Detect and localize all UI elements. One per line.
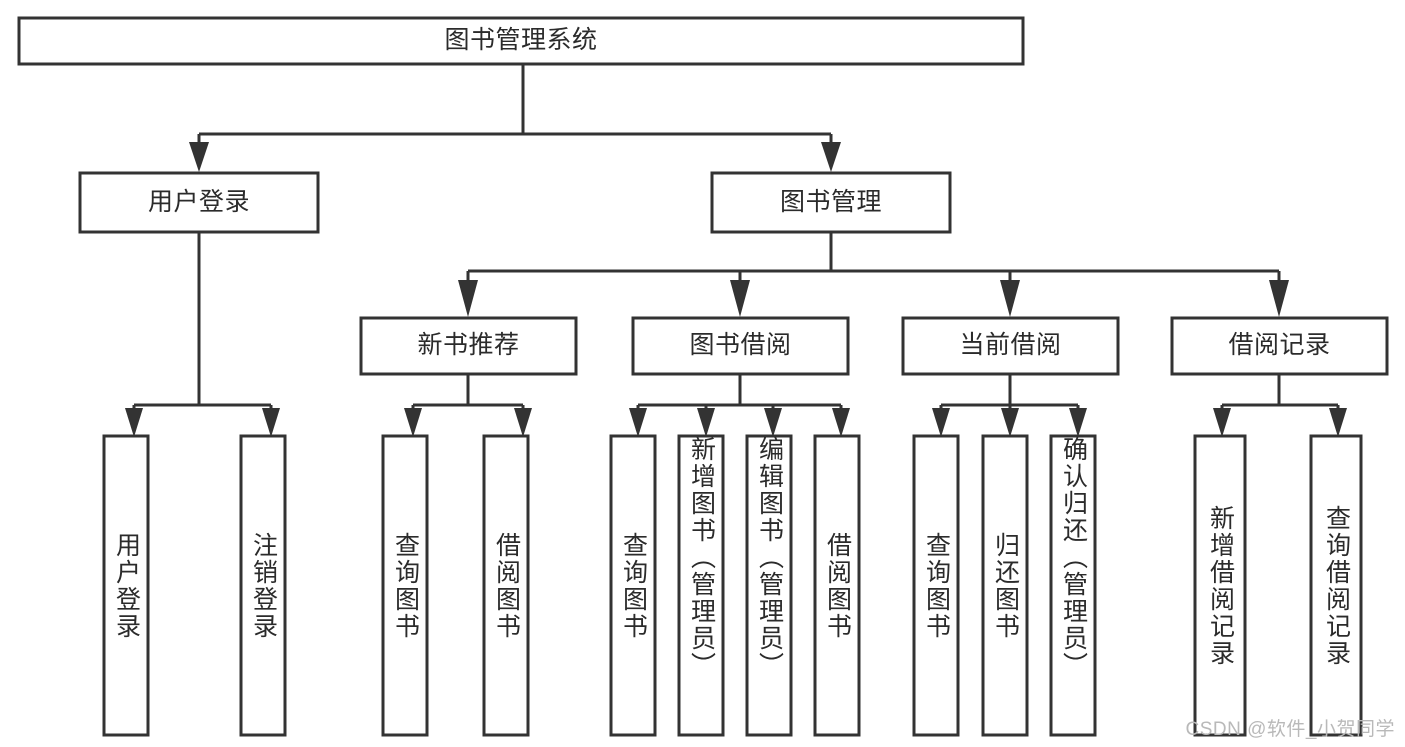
arrow-to-user-login — [189, 142, 209, 172]
leaf-box-query-book-borrow[interactable] — [609, 434, 657, 737]
arrow-bookborrow-leaf2 — [697, 408, 715, 437]
leaf-box-borrow-book[interactable] — [813, 434, 861, 737]
arrow-bookborrow-leaf3 — [764, 408, 782, 437]
leaf-box-add-borrow-record[interactable] — [1193, 434, 1247, 737]
arrow-borrowrecords-leaf1 — [1213, 408, 1231, 437]
arrow-to-bookborrow — [730, 280, 750, 317]
arrow-bookborrow-leaf4 — [832, 408, 850, 437]
arrow-bookborrow-leaf1 — [629, 408, 647, 437]
leaf-box-add-book-admin[interactable] — [677, 434, 725, 737]
leaf-box-confirm-return-admin[interactable] — [1049, 434, 1097, 737]
arrow-currentborrow-leaf1 — [932, 408, 950, 437]
node-book-management-box[interactable] — [710, 171, 952, 234]
node-user-login-box[interactable] — [78, 171, 320, 234]
leaf-box-user-login[interactable] — [102, 434, 150, 737]
arrow-newbook-leaf1 — [404, 408, 422, 437]
arrow-borrowrecords-leaf2 — [1329, 408, 1347, 437]
leaf-box-return-book[interactable] — [981, 434, 1029, 737]
arrow-userlogin-leaf2 — [262, 408, 280, 437]
arrow-newbook-leaf2 — [514, 408, 532, 437]
arrow-currentborrow-leaf3 — [1069, 408, 1087, 437]
leaf-box-query-book-recommend[interactable] — [381, 434, 429, 737]
arrow-to-book-mgmt — [821, 142, 841, 172]
arrow-to-borrowrecords — [1269, 280, 1289, 317]
arrow-to-currentborrow — [1000, 280, 1020, 317]
leaf-box-logout[interactable] — [239, 434, 287, 737]
node-root-box[interactable] — [17, 16, 1025, 66]
node-book-borrow-box[interactable] — [631, 316, 850, 376]
leaf-box-edit-book-admin[interactable] — [745, 434, 793, 737]
node-new-book-recommend-box[interactable] — [359, 316, 578, 376]
node-borrow-records-box[interactable] — [1170, 316, 1389, 376]
leaf-box-borrow-book-recommend[interactable] — [482, 434, 530, 737]
arrow-to-newbook — [458, 280, 478, 317]
node-current-borrow-box[interactable] — [901, 316, 1120, 376]
arrow-userlogin-leaf1 — [125, 408, 143, 437]
leaf-box-query-borrow-record[interactable] — [1309, 434, 1363, 737]
leaf-box-query-book-current[interactable] — [912, 434, 960, 737]
arrow-currentborrow-leaf2 — [1001, 408, 1019, 437]
